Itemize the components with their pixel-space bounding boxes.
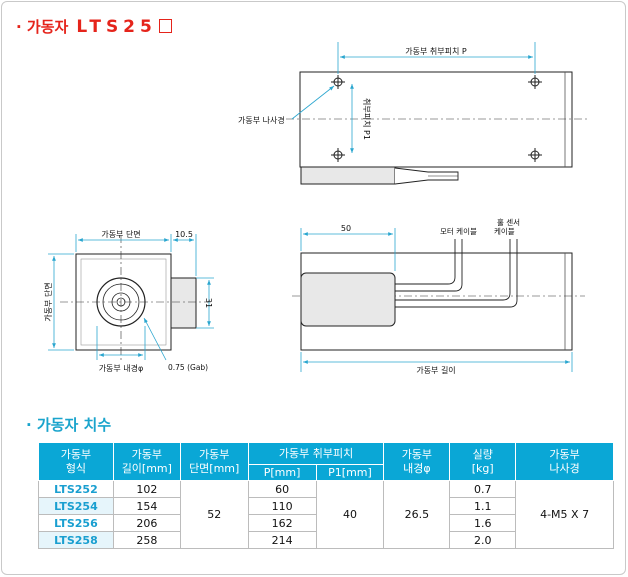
- cell-weight: 1.6: [449, 514, 517, 532]
- cell-p: 110: [247, 497, 317, 515]
- label-hall-cable: 케이블: [494, 226, 515, 236]
- table-row: LTS252 102 52 60 40 26.5 0.7 4-M5 X 7: [38, 480, 614, 549]
- label-screw: 가동부 나사경: [238, 115, 285, 125]
- cell-length: 258: [112, 531, 181, 549]
- table-row: LTS258 258 214 2.0: [38, 531, 614, 549]
- cell-model: LTS252: [38, 480, 114, 498]
- label-pitch-p1: 취부피치 P1: [362, 98, 371, 140]
- label-gab: 0.75 (Gab): [168, 363, 208, 372]
- label-dim-50: 50: [341, 224, 351, 233]
- cell-weight: 0.7: [449, 480, 517, 498]
- title-prefix: · 가동자: [16, 18, 69, 36]
- label-dim-10-5: 10.5: [175, 230, 193, 239]
- cell-p: 60: [247, 480, 317, 498]
- cell-model: LTS256: [38, 514, 114, 532]
- model-suffix-box: [158, 19, 172, 33]
- cell-section: 52: [179, 480, 249, 549]
- label-inner-diameter: 가동부 내경φ: [99, 363, 144, 373]
- cell-model: LTS254: [38, 497, 114, 515]
- cell-p1: 40: [315, 480, 385, 549]
- title-model: LTS25: [76, 17, 157, 37]
- table-section-title: · 가동자 치수: [26, 416, 112, 434]
- label-section: 가동부 단면: [101, 229, 140, 239]
- cell-model: LTS258: [38, 531, 114, 549]
- cell-inner: 26.5: [383, 480, 451, 549]
- cell-weight: 1.1: [449, 497, 517, 515]
- side-section-view: 가동부 단면 10.5 가동부 단면 31 가동부 내경φ 0.75 (Gab): [43, 229, 214, 373]
- technical-drawing: 가동부 취부피치 P 취부피치 P1 가동부 나사경 가동부 단면 10.5: [43, 42, 588, 375]
- cell-length: 154: [112, 497, 181, 515]
- label-dim-31: 31: [204, 298, 213, 308]
- header-weight: 실량[kg]: [449, 442, 517, 481]
- header-p1: P1[mm]: [315, 464, 385, 481]
- cell-weight: 2.0: [449, 531, 517, 549]
- front-view: 모터 케이블 홀 센서 케이블 50 가동부 길이: [292, 217, 585, 375]
- label-section-vertical: 가동부 단면: [43, 282, 53, 321]
- cell-p: 214: [247, 531, 317, 549]
- label-pitch-p: 가동부 취부피치 P: [405, 47, 467, 56]
- label-length: 가동부 길이: [416, 365, 455, 375]
- cell-length: 102: [112, 480, 181, 498]
- header-pitch: 가동부 취부피치: [247, 442, 385, 465]
- label-motor-cable: 모터 케이블: [440, 226, 477, 236]
- cell-screw: 4-M5 X 7: [515, 480, 614, 549]
- label-hall-sensor: 홀 센서: [497, 217, 520, 227]
- page-title: · 가동자 LTS25: [16, 16, 172, 37]
- cell-p: 162: [247, 514, 317, 532]
- top-view: 가동부 취부피치 P 취부피치 P1 가동부 나사경: [238, 42, 588, 185]
- cell-length: 206: [112, 514, 181, 532]
- table-row: LTS254 154 110 1.1: [38, 497, 614, 515]
- header-p: P[mm]: [247, 464, 317, 481]
